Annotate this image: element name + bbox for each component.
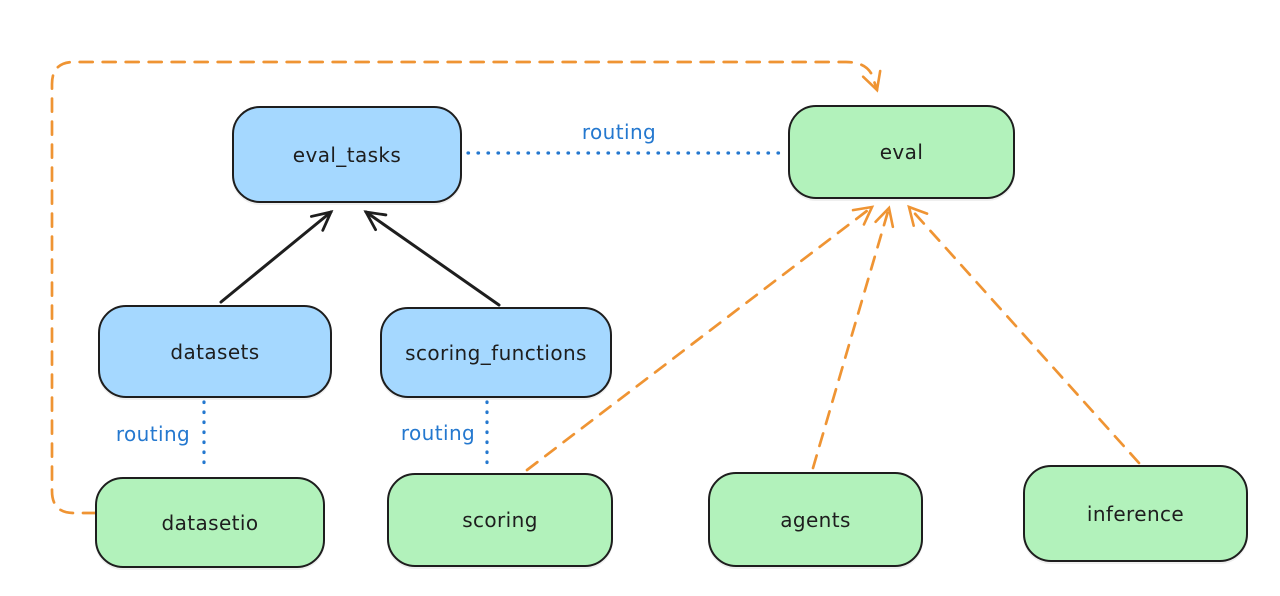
node-datasets: datasets: [98, 305, 332, 398]
edge-agents-to-eval: [811, 205, 895, 470]
edge-datasetio-to-eval: [50, 60, 882, 515]
node-datasetio: datasetio: [95, 477, 325, 568]
node-eval-tasks: eval_tasks: [232, 106, 462, 203]
edge-inference-to-eval: [907, 204, 1141, 465]
edge-label-routing-eval-tasks-eval: routing: [581, 120, 657, 144]
node-inference-label: inference: [1086, 501, 1185, 526]
node-eval-tasks-label: eval_tasks: [292, 142, 402, 167]
node-datasets-label: datasets: [170, 339, 260, 364]
edge-datasets-to-eval-tasks: [219, 210, 334, 304]
node-scoring-functions: scoring_functions: [380, 307, 612, 398]
node-inference: inference: [1023, 465, 1248, 562]
node-agents: agents: [708, 472, 923, 567]
edge-label-routing-scoring-functions-scoring: routing: [400, 421, 476, 445]
edge-scoring-functions-to-eval-tasks: [363, 210, 501, 307]
node-scoring: scoring: [387, 473, 613, 567]
node-agents-label: agents: [780, 507, 851, 532]
edge-scoring-to-eval: [525, 205, 875, 472]
node-eval: eval: [788, 105, 1015, 199]
edge-label-routing-datasets-datasetio: routing: [115, 422, 191, 446]
node-scoring-label: scoring: [462, 508, 538, 532]
node-scoring-functions-label: scoring_functions: [405, 340, 587, 365]
node-eval-label: eval: [879, 140, 924, 164]
node-datasetio-label: datasetio: [161, 510, 259, 535]
